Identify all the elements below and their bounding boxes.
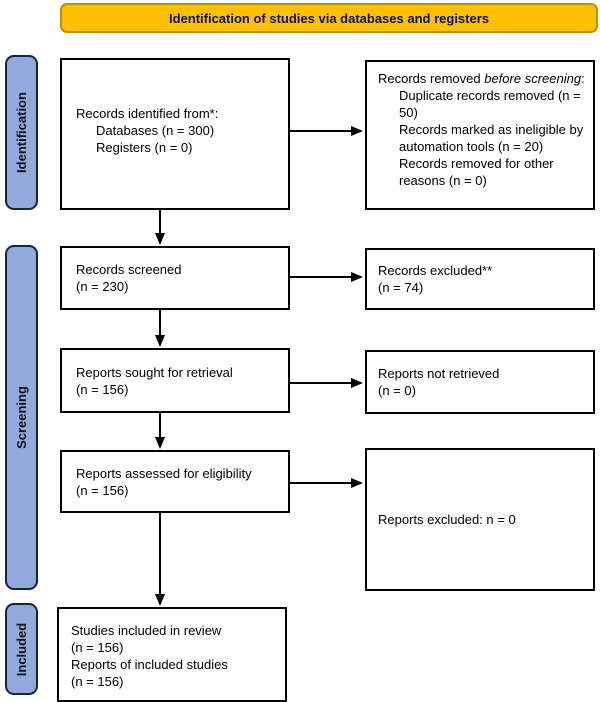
stage-bar-included: Included xyxy=(5,603,38,695)
box-reports-not-retrieved: Reports not retrieved (n = 0) xyxy=(365,350,595,414)
box-reports-excluded: Reports excluded: n = 0 xyxy=(365,448,595,591)
records-removed-duplicates: Duplicate records removed (n = 50) xyxy=(399,88,581,120)
reports-not-retrieved-count: (n = 0) xyxy=(378,383,416,398)
box-reports-assessed: Reports assessed for eligibility (n = 15… xyxy=(60,450,290,513)
records-removed-heading-prefix: Records removed xyxy=(378,71,485,86)
records-identified-databases: Databases (n = 300) xyxy=(96,122,215,138)
box-reports-sought: Reports sought for retrieval (n = 156) xyxy=(60,348,290,413)
box-records-identified: Records identified from*: Databases (n =… xyxy=(60,58,290,210)
stage-bar-screening: Screening xyxy=(5,245,38,590)
records-excluded-title: Records excluded** xyxy=(378,263,493,278)
records-screened-count: (n = 230) xyxy=(76,279,129,294)
records-identified-registers: Registers (n = 0) xyxy=(96,139,193,155)
reports-sought-count: (n = 156) xyxy=(76,381,129,397)
records-screened-title: Records screened xyxy=(76,262,182,277)
studies-included-line3: Reports of included studies xyxy=(71,657,228,672)
reports-assessed-count: (n = 156) xyxy=(76,482,129,498)
stage-label-identification: Identification xyxy=(14,92,30,173)
reports-excluded-text: Reports excluded: n = 0 xyxy=(378,512,516,527)
stage-label-included: Included xyxy=(14,622,30,676)
records-removed-heading-italic: before screening xyxy=(484,71,582,86)
box-records-removed: Records removed before screening: Duplic… xyxy=(365,60,595,210)
stage-label-screening: Screening xyxy=(14,386,30,449)
records-removed-heading: Records removed before screening: xyxy=(378,70,587,87)
studies-included-line4: (n = 156) xyxy=(71,674,124,689)
studies-included-line2: (n = 156) xyxy=(71,640,124,655)
reports-sought-title: Reports sought for retrieval xyxy=(76,364,233,380)
stage-bar-identification: Identification xyxy=(5,55,38,210)
diagram-title-banner: Identification of studies via databases … xyxy=(60,3,598,33)
records-identified-heading: Records identified from*: xyxy=(76,105,219,121)
box-records-excluded: Records excluded** (n = 74) xyxy=(365,248,595,310)
studies-included-line1: Studies included in review xyxy=(71,623,222,638)
records-excluded-count: (n = 74) xyxy=(378,280,424,295)
box-records-screened: Records screened (n = 230) xyxy=(60,246,290,310)
prisma-flow-diagram: { "banner": { "title": "Identification o… xyxy=(5,3,598,702)
reports-not-retrieved-title: Reports not retrieved xyxy=(378,366,500,381)
diagram-title: Identification of studies via databases … xyxy=(168,10,490,26)
box-studies-included: Studies included in review (n = 156) Rep… xyxy=(57,607,287,702)
records-removed-heading-suffix: : xyxy=(581,71,585,86)
records-removed-other: Records removed for other reasons (n = 0… xyxy=(399,156,554,188)
records-removed-automation: Records marked as ineligible by automati… xyxy=(399,122,584,154)
reports-assessed-title: Reports assessed for eligibility xyxy=(76,465,252,481)
